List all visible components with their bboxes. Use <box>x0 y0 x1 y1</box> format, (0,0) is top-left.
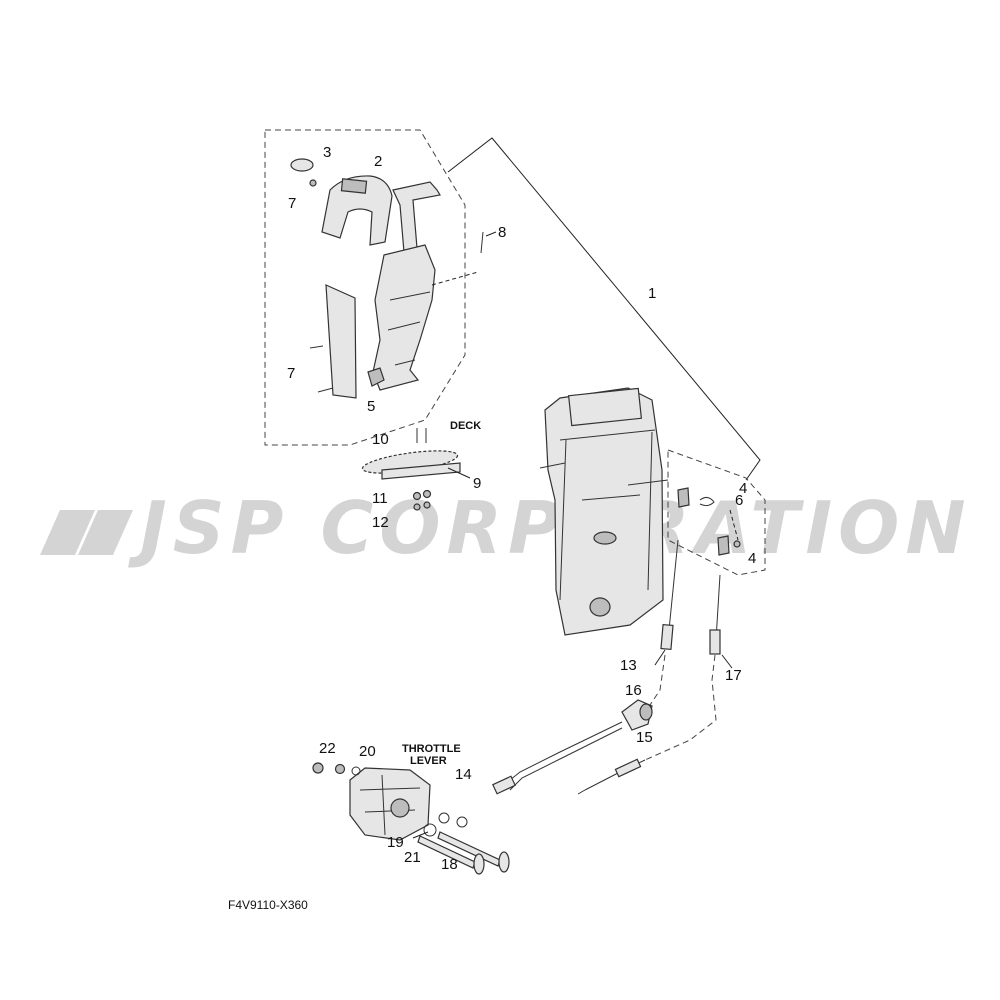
bolt-part-18a-head <box>498 851 510 873</box>
callout-7-lower: 7 <box>287 365 295 382</box>
callout-15: 15 <box>636 729 653 746</box>
assembly-bracket-line <box>447 137 761 481</box>
callout-leader-8 <box>485 231 497 237</box>
cable-part-13 <box>667 539 679 641</box>
upper-assembly-boundary <box>264 129 466 446</box>
callout-leader-17 <box>721 654 733 669</box>
callout-4-lower: 4 <box>748 550 756 567</box>
callout-1: 1 <box>648 285 656 302</box>
diagram-code: F4V9110-X360 <box>228 898 308 912</box>
bolt-part-18b-head <box>473 853 485 875</box>
throttle-lever-body <box>349 767 431 841</box>
washer-part-20b <box>351 766 361 776</box>
lower-assembly-boundary <box>667 449 766 576</box>
deck-label: DECK <box>450 420 481 432</box>
callout-leader-13 <box>654 649 666 666</box>
throttle-lever-boss <box>390 798 410 818</box>
washer-part-21b <box>456 816 468 828</box>
nut-part-22 <box>312 762 324 774</box>
throttle-cable <box>504 721 623 785</box>
callout-10: 10 <box>372 431 389 448</box>
callout-12: 12 <box>372 514 389 531</box>
side-plate <box>325 284 357 399</box>
callout-21: 21 <box>404 849 421 866</box>
remote-top-block <box>567 387 643 427</box>
control-handle <box>392 181 441 265</box>
remote-mount-tab-right <box>627 479 669 486</box>
watermark-logo-icon <box>40 510 133 555</box>
washer-part-20 <box>334 763 346 775</box>
throttle-lever-label-line1: THROTTLE <box>402 743 461 755</box>
washer-part-12a <box>413 503 421 511</box>
upper-body-pin-leader <box>431 271 479 286</box>
callout-9: 9 <box>473 475 481 492</box>
clevis-part-4-lower <box>717 535 730 556</box>
throttle-lever-label-line2: LEVER <box>410 755 447 767</box>
washer-part-21a <box>438 812 450 824</box>
washer-part-12b <box>423 501 431 509</box>
callout-4-upper: 4 <box>739 480 747 497</box>
nut-part-11b <box>422 489 432 499</box>
callout-14: 14 <box>455 766 472 783</box>
watermark-text: JSP CORPORATION <box>128 486 972 570</box>
remote-body-upper <box>372 244 436 391</box>
clip-part-6-end <box>733 540 741 548</box>
remote-body-lower-face <box>559 429 656 601</box>
remote-body-upper-detail <box>387 291 431 366</box>
screw-part-7 <box>309 179 317 187</box>
cable-17-end <box>709 629 721 655</box>
callout-16: 16 <box>625 682 642 699</box>
pin-part-8 <box>480 231 484 254</box>
callout-leader-9 <box>447 467 471 479</box>
clip-part-6 <box>699 496 715 507</box>
cap-part-3 <box>290 158 314 172</box>
remote-body-lower <box>544 387 664 636</box>
watermark: JSP CORPORATION <box>40 486 972 570</box>
screw-part-7b-upper <box>309 345 324 349</box>
callout-13: 13 <box>620 657 637 674</box>
bolt-part-18a <box>437 831 501 867</box>
adapter-part-16 <box>639 703 653 721</box>
throttle-cable-outer <box>509 727 623 791</box>
callout-22: 22 <box>319 740 336 757</box>
clevis-part-4-upper <box>677 487 690 508</box>
cable-part-17 <box>715 574 721 641</box>
cable-17-route <box>644 654 717 761</box>
callout-19: 19 <box>387 834 404 851</box>
callout-5: 5 <box>367 398 375 415</box>
callout-8: 8 <box>498 224 506 241</box>
callout-leader-6 <box>729 509 739 541</box>
callout-17: 17 <box>725 667 742 684</box>
nut-part-11a <box>412 491 422 501</box>
callout-7-upper: 7 <box>288 195 296 212</box>
callout-20: 20 <box>359 743 376 760</box>
callout-2: 2 <box>374 153 382 170</box>
remote-boss-upper <box>593 531 617 545</box>
cable-end-part-14 <box>492 775 516 795</box>
shift-cable-end <box>614 758 642 778</box>
remote-boss-lower <box>589 597 611 617</box>
screw-part-7b-lower <box>317 387 334 393</box>
callout-3: 3 <box>323 144 331 161</box>
callout-18: 18 <box>441 856 458 873</box>
callout-6: 6 <box>735 492 743 509</box>
cable-13-route <box>649 654 666 706</box>
cable-13-end <box>660 623 674 651</box>
clip-part-5 <box>367 367 385 387</box>
bracket-part-9 <box>381 462 461 480</box>
shift-cable-rod <box>577 789 586 795</box>
remote-mount-tab-left <box>539 462 566 469</box>
bolt-part-18b <box>417 835 476 869</box>
callout-11: 11 <box>372 490 388 507</box>
washer-part-19 <box>423 823 437 837</box>
cover-window <box>340 178 368 194</box>
callout-leader-19 <box>412 831 429 839</box>
